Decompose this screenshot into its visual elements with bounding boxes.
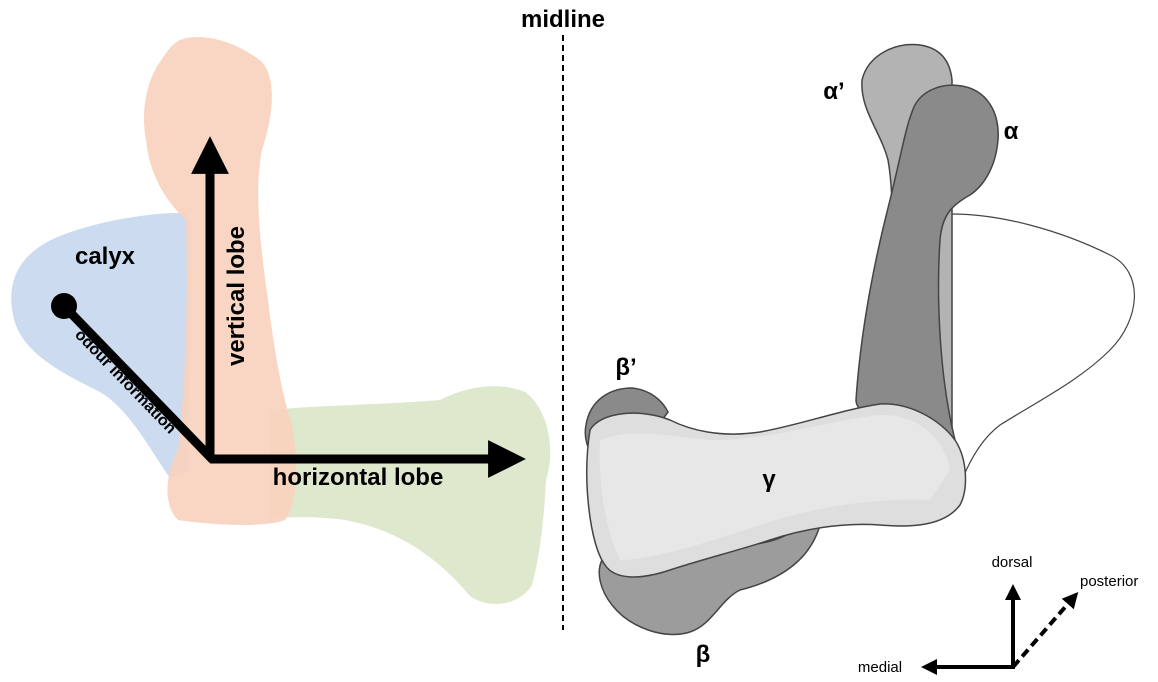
vertical-lobe-label: vertical lobe [223, 226, 250, 366]
midline-label: midline [521, 6, 605, 33]
back-lobe-shape [948, 214, 1134, 480]
alpha-label: α [1004, 118, 1019, 145]
beta-prime-label: β’ [615, 354, 636, 381]
odour-source-dot [51, 293, 77, 319]
medial-label: medial [858, 659, 902, 676]
horizontal-lobe-shape [270, 386, 550, 604]
horizontal-lobe-label: horizontal lobe [273, 464, 444, 491]
calyx-label: calyx [75, 243, 136, 270]
lobes-panel: α’ α β’ β γ [585, 45, 1134, 668]
posterior-axis-arrow [1013, 598, 1073, 667]
orientation-axes: dorsal posterior medial [858, 554, 1138, 676]
beta-label: β [696, 641, 711, 668]
dorsal-label: dorsal [992, 554, 1033, 571]
gamma-label: γ [762, 466, 776, 493]
alpha-prime-label: α’ [823, 78, 844, 105]
schematic-panel: calyx vertical lobe horizontal lobe odou… [11, 37, 550, 604]
posterior-label: posterior [1080, 573, 1138, 590]
